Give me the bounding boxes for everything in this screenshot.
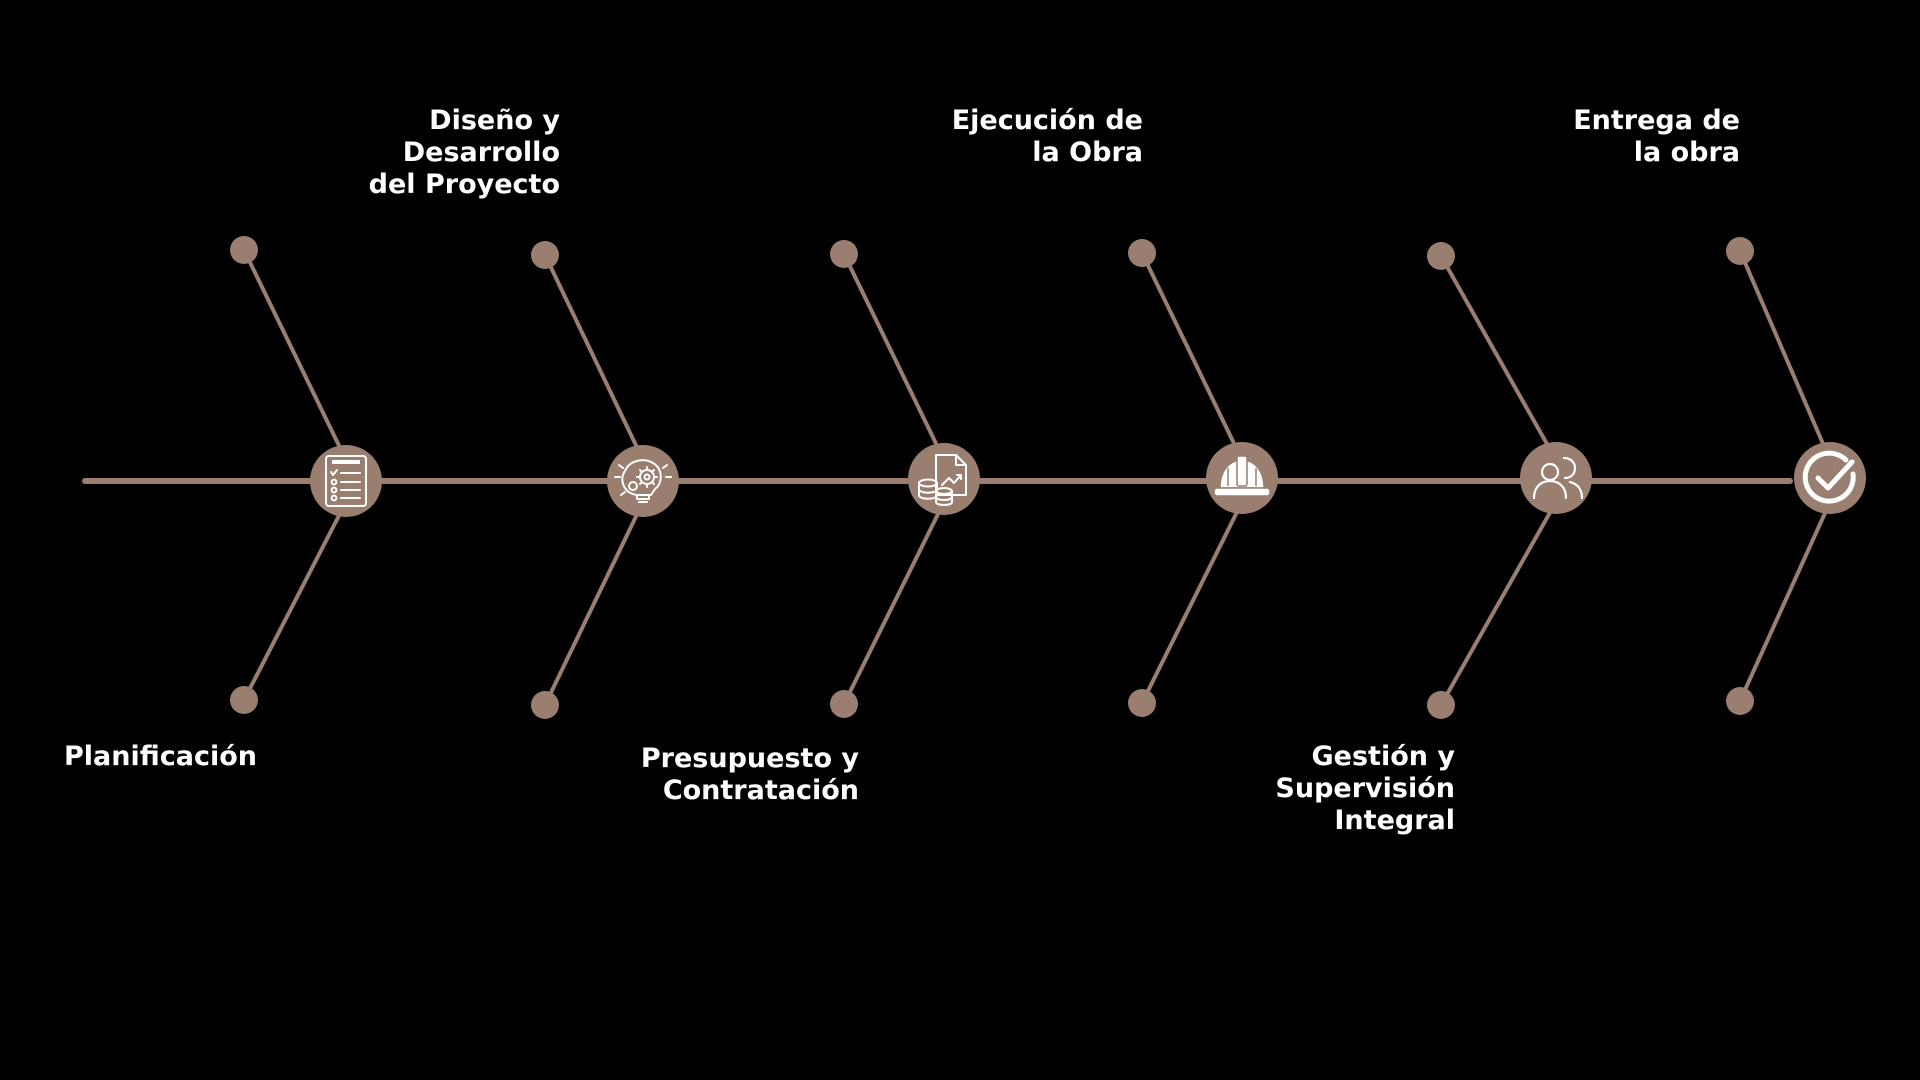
branch-end-dot-upper — [1427, 242, 1455, 270]
branch-lower — [1439, 501, 1558, 706]
step-5 — [1427, 242, 1592, 719]
check-circle-icon — [1802, 450, 1856, 504]
branch-upper — [842, 253, 946, 461]
branch-end-dot-lower — [1726, 687, 1754, 715]
branch-end-dot-upper — [830, 240, 858, 268]
branch-lower — [842, 501, 946, 705]
people-icon — [1532, 456, 1584, 500]
hard-hat-icon — [1213, 455, 1271, 497]
step-6 — [1726, 237, 1866, 715]
step-4 — [1128, 239, 1278, 717]
branch-end-dot-lower — [1427, 691, 1455, 719]
checklist-icon — [325, 455, 367, 507]
branch-end-dot-upper — [531, 241, 559, 269]
branch-lower — [242, 501, 348, 701]
step-node — [607, 445, 679, 517]
branch-upper — [543, 254, 645, 461]
step-label-ejecucion: Ejecución de la Obra — [951, 105, 1143, 168]
step-label-entrega: Entrega de la obra — [1573, 105, 1740, 168]
step-label-presupuesto: Presupuesto y Contratación — [640, 743, 859, 806]
step-1 — [230, 236, 382, 714]
branch-upper — [1140, 252, 1244, 461]
branch-end-dot-lower — [1128, 689, 1156, 717]
branch-upper — [1439, 255, 1558, 461]
document-coins-icon — [918, 454, 967, 506]
step-label-gestion: Gestión y Supervisión Integral — [1275, 741, 1455, 836]
step-3 — [830, 240, 980, 718]
branch-lower — [543, 501, 645, 706]
branch-end-dot-lower — [531, 691, 559, 719]
branch-lower — [1140, 501, 1244, 704]
step-label-planificacion: Planificación — [64, 741, 258, 772]
branch-end-dot-lower — [830, 690, 858, 718]
step-label-diseno: Diseño y Desarrollo del Proyecto — [368, 105, 560, 200]
branch-end-dot-lower — [230, 686, 258, 714]
brain-gears-icon — [614, 459, 672, 503]
branch-lower — [1738, 501, 1832, 702]
branch-end-dot-upper — [1726, 237, 1754, 265]
branch-upper — [242, 249, 348, 461]
branch-upper — [1738, 250, 1832, 461]
step-2 — [531, 241, 679, 719]
branch-end-dot-upper — [230, 236, 258, 264]
branch-end-dot-upper — [1128, 239, 1156, 267]
